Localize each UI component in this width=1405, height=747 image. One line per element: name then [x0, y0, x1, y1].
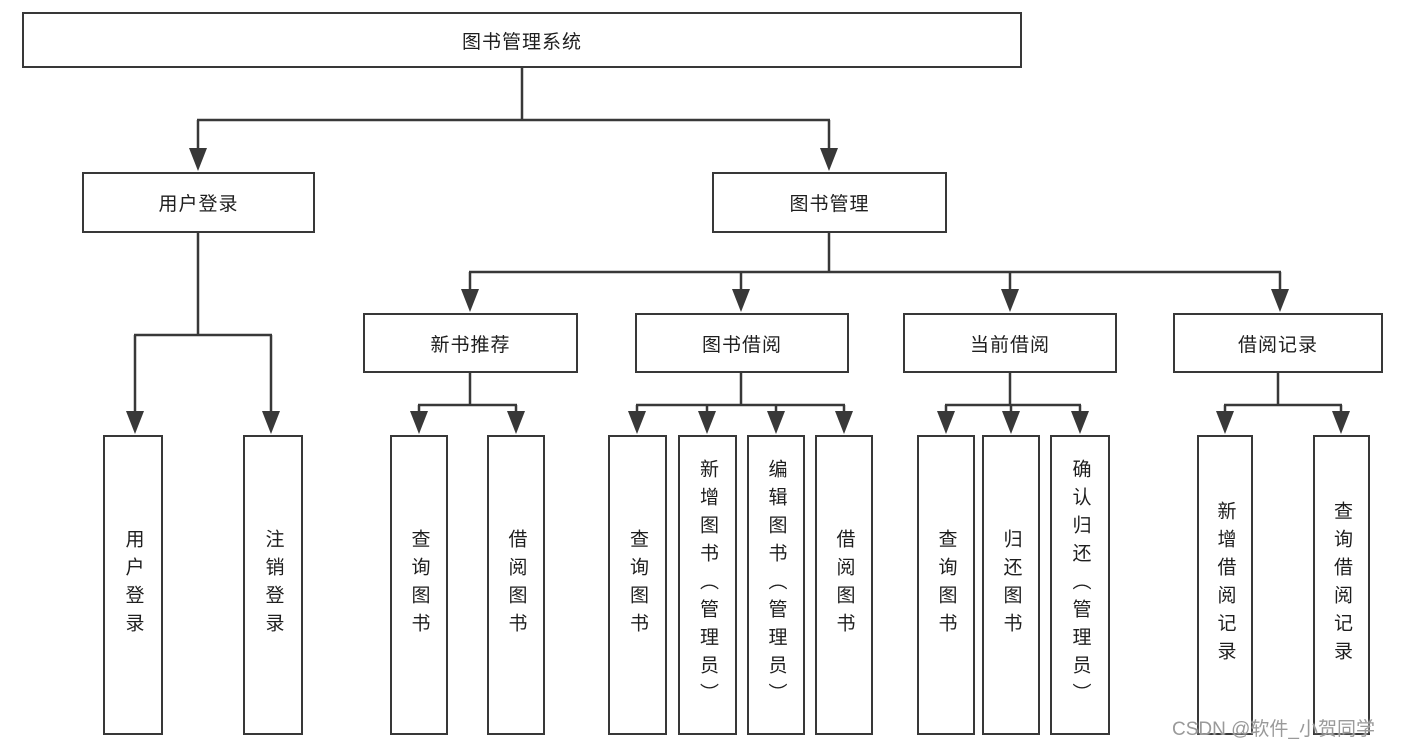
node-label: 新增借阅记录 [1214, 501, 1236, 669]
node-root-system: 图书管理系统 [22, 12, 1022, 68]
leaf-logout: 注销登录 [243, 435, 303, 735]
node-label: 当前借阅 [969, 334, 1050, 356]
node-label: 查询图书 [935, 529, 957, 641]
node-label: 图书管理 [789, 194, 870, 215]
connector-userlogin-to-leaves [133, 233, 273, 413]
arrowhead-icon [1332, 411, 1350, 434]
connector-newbook-to-leaves [417, 373, 518, 413]
node-label: 借阅图书 [833, 529, 855, 641]
leaf-query-books-current: 查询图书 [917, 435, 975, 735]
connector-borrowrecords-to-leaves [1223, 373, 1343, 413]
leaf-add-book-admin: 新增图书（管理员） [678, 435, 737, 735]
node-label: 注销登录 [262, 529, 284, 641]
leaf-query-books-recommend: 查询图书 [390, 435, 448, 735]
arrowhead-icon [698, 411, 716, 434]
node-borrowing-records: 借阅记录 [1173, 313, 1383, 373]
connector-bookmgmt-to-level3 [468, 233, 1282, 291]
node-label: 编辑图书（管理员） [765, 459, 787, 711]
leaf-query-borrow-record: 查询借阅记录 [1313, 435, 1370, 735]
arrowhead-icon [507, 411, 525, 434]
arrowhead-icon [937, 411, 955, 434]
node-label: 查询图书 [627, 529, 648, 641]
node-label: 查询图书 [408, 529, 430, 641]
arrowhead-icon [820, 148, 838, 171]
arrowheads [126, 148, 1350, 434]
leaf-edit-book-admin: 编辑图书（管理员） [747, 435, 805, 735]
leaf-return-books: 归还图书 [982, 435, 1040, 735]
arrowhead-icon [1216, 411, 1234, 434]
leaf-borrow-books: 借阅图书 [815, 435, 873, 735]
node-label: 确认归还（管理员） [1069, 459, 1091, 711]
arrowhead-icon [461, 289, 479, 312]
node-label: 借阅记录 [1237, 334, 1318, 356]
leaf-query-books-borrowing: 查询图书 [608, 435, 667, 735]
arrowhead-icon [1002, 411, 1020, 434]
arrowhead-icon [410, 411, 428, 434]
node-label: 归还图书 [1000, 529, 1022, 641]
node-label: 图书管理系统 [461, 31, 582, 53]
arrowhead-icon [835, 411, 853, 434]
arrowhead-icon [1001, 289, 1019, 312]
arrowhead-icon [628, 411, 646, 434]
leaf-confirm-return-admin: 确认归还（管理员） [1050, 435, 1110, 735]
leaf-user-login: 用户登录 [103, 435, 163, 735]
node-book-management: 图书管理 [712, 172, 947, 233]
node-new-book-recommend: 新书推荐 [363, 313, 578, 373]
arrowhead-icon [189, 148, 207, 171]
arrowhead-icon [262, 411, 280, 434]
node-label: 新增图书（管理员） [697, 459, 718, 711]
arrowhead-icon [732, 289, 750, 312]
connector-currentborrow-to-leaves [944, 373, 1082, 413]
node-label: 查询借阅记录 [1331, 501, 1352, 669]
node-label: 借阅图书 [505, 529, 527, 641]
leaf-borrow-books-recommend: 借阅图书 [487, 435, 545, 735]
node-label: 用户登录 [122, 529, 144, 641]
node-book-borrowing: 图书借阅 [635, 313, 849, 373]
node-label: 用户登录 [158, 194, 239, 215]
node-label: 新书推荐 [430, 334, 511, 356]
csdn-watermark: CSDN @软件_小贺同学 [1172, 719, 1375, 740]
connector-bookborrow-to-leaves [635, 373, 846, 413]
arrowhead-icon [1271, 289, 1289, 312]
arrowhead-icon [126, 411, 144, 434]
node-label: 图书借阅 [701, 334, 782, 356]
arrowhead-icon [1071, 411, 1089, 434]
arrowhead-icon [767, 411, 785, 434]
leaf-add-borrow-record: 新增借阅记录 [1197, 435, 1253, 735]
node-current-borrowing: 当前借阅 [903, 313, 1117, 373]
connector-root-to-level2 [196, 68, 831, 150]
node-user-login: 用户登录 [82, 172, 315, 233]
